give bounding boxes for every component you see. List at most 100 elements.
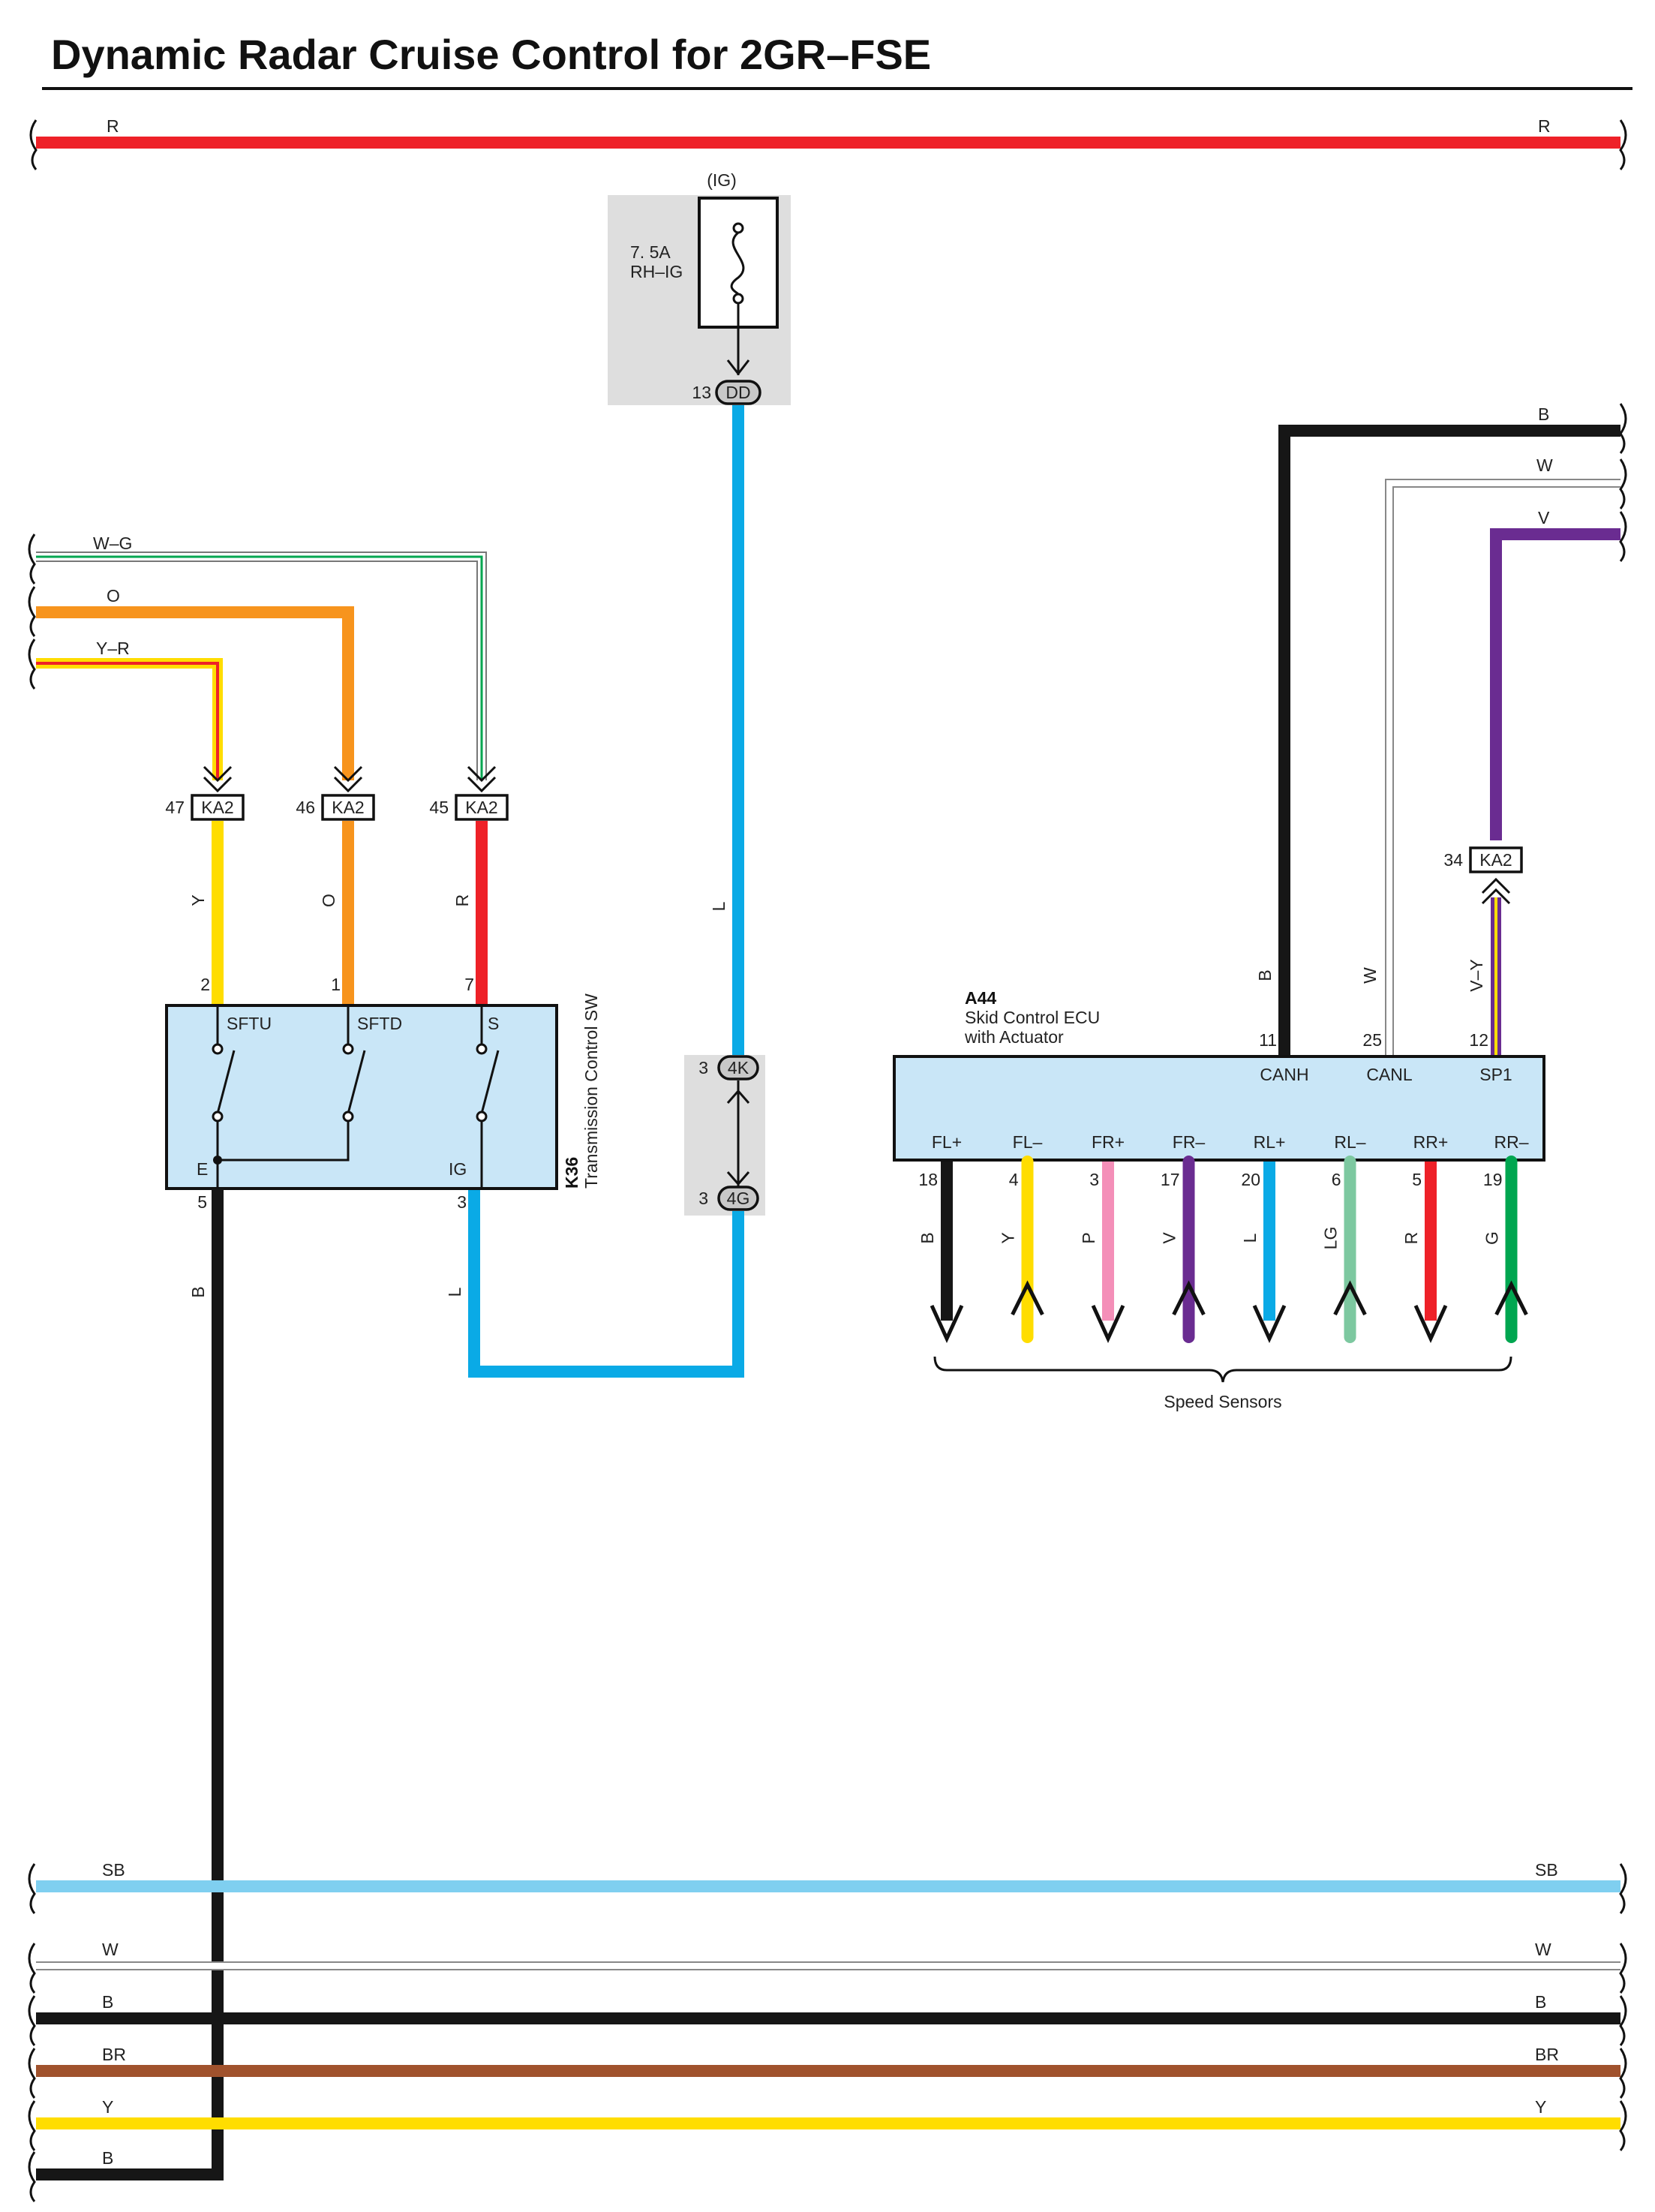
bus-left-label-5: B bbox=[102, 2148, 113, 2168]
wire-speed-label-4: L bbox=[1240, 1233, 1260, 1243]
connector-4k-pin: 3 bbox=[698, 1058, 708, 1077]
arrow-up-icon bbox=[1011, 1280, 1044, 1316]
wavy-break-right-0 bbox=[1619, 1863, 1627, 1914]
ka2-left-connectors: KA2 47 KA2 46 KA2 45 bbox=[165, 765, 509, 821]
a44-pin-18: 18 bbox=[918, 1170, 938, 1189]
wire-speed-label-3: V bbox=[1160, 1232, 1179, 1244]
wavy-break-right-4 bbox=[1619, 2100, 1627, 2151]
speed-sensors-bracket bbox=[933, 1356, 1512, 1383]
chevron-34 bbox=[1481, 877, 1511, 905]
wavy-break-left-2 bbox=[28, 1995, 36, 2046]
top-bus-r: R R bbox=[29, 116, 1627, 170]
wire-b-k36-ground bbox=[36, 1189, 224, 2180]
connector-ka2-34-pin: 34 bbox=[1443, 850, 1463, 870]
a44-pin-5: 5 bbox=[1412, 1170, 1422, 1189]
wire-speed-label-0: B bbox=[918, 1232, 937, 1243]
chevron-47 bbox=[203, 765, 233, 793]
wire-speed-label-5: LG bbox=[1321, 1227, 1341, 1250]
connector-ka2-34-label: KA2 bbox=[1479, 850, 1512, 870]
a44-name-line2: with Actuator bbox=[964, 1027, 1064, 1047]
joint-connector: 4K 3 4G 3 bbox=[684, 1055, 765, 1216]
fuse-element bbox=[730, 231, 745, 296]
a44-label-rr-: RR+ bbox=[1413, 1132, 1449, 1152]
k36-junction bbox=[213, 1156, 222, 1165]
wire-yr-stripe bbox=[36, 662, 219, 780]
bus-right-label-4: Y bbox=[1535, 2097, 1546, 2117]
input-yr-label: Y–R bbox=[96, 639, 130, 658]
sw2-blade bbox=[347, 1050, 366, 1114]
wire-r-label: R bbox=[452, 894, 472, 907]
bus-right-label-0: SB bbox=[1535, 1860, 1558, 1880]
k36-code: K36 bbox=[562, 1157, 581, 1189]
wire-yr-body bbox=[36, 658, 223, 780]
connector-ka2-46 bbox=[321, 794, 375, 821]
a44-box bbox=[893, 1055, 1545, 1162]
bus-right-label-1: W bbox=[1535, 1940, 1551, 1959]
connector-ka2-47-label: KA2 bbox=[201, 798, 233, 817]
input-o-label: O bbox=[107, 586, 120, 606]
wavy-wg bbox=[28, 533, 36, 585]
arrow-up-icon bbox=[1172, 1280, 1206, 1316]
connector-dd bbox=[715, 380, 761, 405]
input-wg-label: W–G bbox=[93, 533, 132, 553]
wire-l-ig-loop bbox=[468, 1189, 744, 1378]
bus-left-label-3: BR bbox=[102, 2045, 126, 2064]
wavy-yr bbox=[28, 639, 36, 690]
wire-wg-stripe bbox=[36, 555, 483, 780]
connector-ka2-47-pin: 47 bbox=[165, 798, 185, 817]
bus-right-label-2: B bbox=[1535, 1992, 1546, 2012]
wire-b-ground-label: B bbox=[188, 1286, 208, 1297]
a44-bottom-pins: FL+18BFL–4YFR+3PFR–17VRL+20LRL–6LGRR+5RR… bbox=[918, 1132, 1529, 1344]
joint-arrow-down bbox=[726, 1171, 750, 1186]
wire-sp1-label: V–Y bbox=[1467, 959, 1486, 991]
connector-dd-pin: 13 bbox=[692, 383, 711, 402]
bus-left-label-0: SB bbox=[102, 1860, 125, 1880]
wire-speed-label-7: G bbox=[1482, 1231, 1502, 1245]
a44-pin-4: 4 bbox=[1009, 1170, 1019, 1189]
wavy-o bbox=[28, 586, 36, 637]
wire-o bbox=[36, 606, 354, 780]
chevron-45 bbox=[467, 765, 497, 793]
k36-pin-7: 7 bbox=[464, 975, 474, 994]
wavy-v-right bbox=[1619, 511, 1627, 562]
wire-canh-label: B bbox=[1255, 969, 1275, 981]
input-w-right-label: W bbox=[1536, 455, 1553, 475]
k36-pin-3: 3 bbox=[457, 1192, 467, 1212]
a44-label-fr-: FR+ bbox=[1092, 1132, 1125, 1152]
connector-4g bbox=[717, 1186, 759, 1211]
wavy-break-left-3 bbox=[28, 2048, 36, 2099]
left-input-wires: W–G O Y–R bbox=[28, 533, 487, 780]
k36-label-s: S bbox=[488, 1014, 499, 1033]
connector-4k bbox=[717, 1055, 759, 1080]
wavy-break-right bbox=[1619, 119, 1627, 170]
a44-label-fr-: FR– bbox=[1173, 1132, 1206, 1152]
diagram-title: Dynamic Radar Cruise Control for 2GR–FSE bbox=[51, 31, 931, 78]
wavy-break-left bbox=[29, 119, 38, 170]
sw2-common bbox=[218, 1121, 350, 1162]
sw3-blade bbox=[480, 1050, 500, 1114]
a44-label-rr-: RR– bbox=[1494, 1132, 1528, 1152]
fuse-header: (IG) bbox=[707, 170, 737, 190]
right-input-wires: B W V bbox=[1278, 403, 1627, 1056]
arrow-up-icon bbox=[1494, 1280, 1528, 1316]
wire-speed-label-1: Y bbox=[999, 1232, 1018, 1243]
a44-pin-11: 11 bbox=[1259, 1030, 1277, 1050]
top-bus-right-label: R bbox=[1538, 116, 1551, 136]
wire-y-label: Y bbox=[188, 894, 208, 906]
arrow-down-icon bbox=[930, 1304, 964, 1344]
sw1-contact-bottom bbox=[212, 1111, 224, 1123]
wire-o-label: O bbox=[319, 894, 338, 907]
a44-pin-17: 17 bbox=[1161, 1170, 1180, 1189]
a44-label-rl-: RL– bbox=[1334, 1132, 1365, 1152]
wire-speed-label-6: R bbox=[1401, 1232, 1421, 1245]
k36-transmission-control-sw: 2 1 7 SFTU SFTD S E IG 5 3 K36 Transmiss… bbox=[165, 975, 601, 1212]
wire-speed-label-2: P bbox=[1079, 1232, 1098, 1243]
bus-right-label-3: BR bbox=[1535, 2045, 1559, 2064]
a44-label-rl-: RL+ bbox=[1254, 1132, 1286, 1152]
connector-ka2-45-label: KA2 bbox=[465, 798, 497, 817]
wavy-break-left-4 bbox=[28, 2100, 36, 2151]
a44-label-canl: CANL bbox=[1366, 1065, 1413, 1084]
wire-v-sp1 bbox=[1490, 528, 1620, 840]
